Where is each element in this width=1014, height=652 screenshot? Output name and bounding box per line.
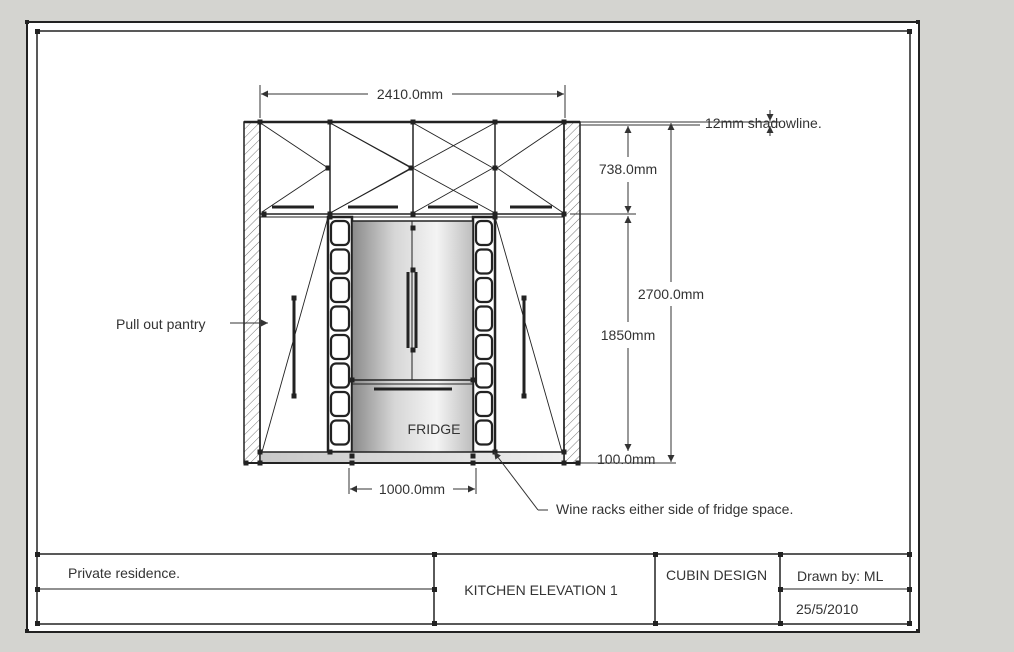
dimension-lines: [230, 85, 780, 511]
joint-node: [408, 165, 414, 171]
joint-node: [325, 165, 331, 171]
wine-bottle-slot: [474, 276, 494, 304]
dim-plinth: 100.0mm: [597, 451, 655, 467]
joint-node: [291, 295, 297, 301]
joint-node: [470, 377, 476, 383]
wine-bottle-slot: [329, 390, 351, 418]
joint-node: [327, 449, 333, 455]
wine-bottle-slot: [474, 219, 494, 247]
joint-node: [327, 214, 333, 220]
right-wine-slots: [474, 219, 494, 446]
joint-node: [410, 347, 416, 353]
joint-nodes: [243, 119, 581, 466]
wine-bottle-slot: [329, 419, 351, 446]
border-corner-dots: [25, 20, 920, 633]
joint-node: [521, 295, 527, 301]
joint-node: [410, 225, 416, 231]
wine-bottle-slot: [329, 333, 351, 361]
drawn-by: Drawn by: ML: [797, 568, 884, 584]
wine-bottle-slot: [474, 419, 494, 446]
joint-node: [561, 119, 567, 125]
dim-overall-width: 2410.0mm: [377, 86, 443, 102]
wine-bottle-slot: [329, 276, 351, 304]
joint-node: [349, 460, 355, 466]
joint-node: [492, 119, 498, 125]
wine-bottle-slot: [329, 219, 351, 247]
wine-bottle-slot: [474, 390, 494, 418]
annotation-fridge: FRIDGE: [408, 421, 461, 437]
inner-border: [36, 30, 911, 625]
wine-bottle-slot: [329, 248, 351, 275]
dim-tall-height: 1850mm: [601, 327, 655, 343]
wine-bottle-slot: [474, 362, 494, 389]
wine-bottle-slot: [474, 305, 494, 332]
annotation-wine-racks: Wine racks either side of fridge space.: [556, 501, 793, 517]
joint-node: [561, 460, 567, 466]
joint-node: [410, 119, 416, 125]
joint-node: [327, 119, 333, 125]
joint-node: [410, 267, 416, 273]
left-wine-slots: [329, 219, 351, 446]
company-name: CUBIN DESIGN: [666, 567, 767, 583]
joint-node: [470, 460, 476, 466]
project-name: Private residence.: [68, 565, 180, 581]
annotation-pantry: Pull out pantry: [116, 316, 206, 332]
joint-node: [521, 393, 527, 399]
joint-node: [561, 211, 567, 217]
left-end-panel: [243, 121, 261, 464]
wine-bottle-slot: [474, 248, 494, 275]
joint-node: [327, 211, 333, 217]
joint-node: [575, 460, 581, 466]
upper-door-swings: [261, 123, 563, 213]
joint-node: [349, 453, 355, 459]
wine-bottle-slot: [329, 305, 351, 332]
joint-node: [492, 165, 498, 171]
joint-node: [561, 449, 567, 455]
right-end-panel: [563, 121, 581, 464]
joint-node: [470, 453, 476, 459]
dim-upper-height: 738.0mm: [599, 161, 657, 177]
joint-node: [257, 449, 263, 455]
joint-node: [257, 460, 263, 466]
dim-total-height: 2700.0mm: [638, 286, 704, 302]
dim-shadowline: 12mm shadowline.: [705, 115, 822, 131]
wine-bottle-slot: [474, 333, 494, 361]
title-block: [37, 553, 910, 624]
joint-node: [291, 393, 297, 399]
joint-node: [492, 211, 498, 217]
drawing-title: KITCHEN ELEVATION 1: [464, 582, 618, 598]
joint-node: [410, 211, 416, 217]
plinth: [259, 451, 565, 464]
joint-node: [492, 214, 498, 220]
joint-node: [257, 119, 263, 125]
title-block-nodes: [35, 552, 912, 626]
joint-node: [261, 211, 267, 217]
joint-node: [243, 460, 249, 466]
wine-bottle-slot: [329, 362, 351, 389]
dim-fridge-width: 1000.0mm: [379, 481, 445, 497]
joint-node: [349, 377, 355, 383]
drawing-date: 25/5/2010: [796, 601, 858, 617]
